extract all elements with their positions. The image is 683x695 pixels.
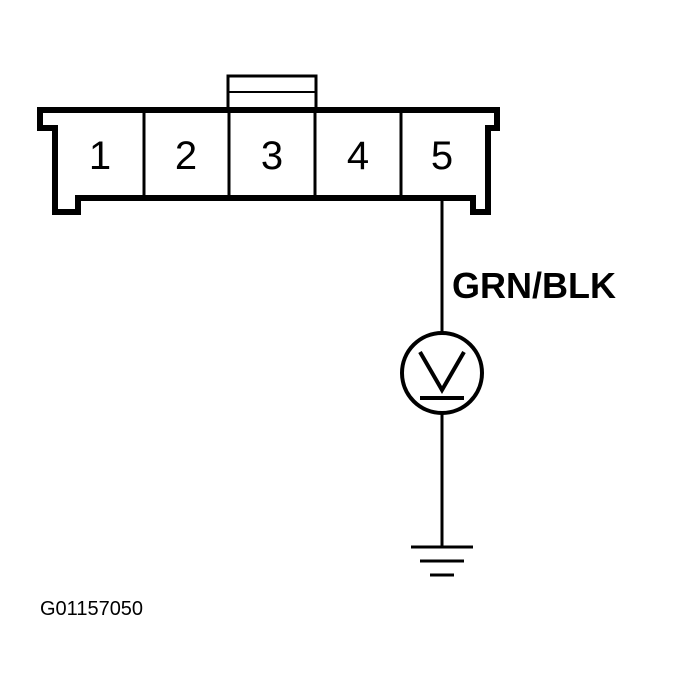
pin-label-2: 2 bbox=[175, 134, 197, 178]
voltmeter-icon bbox=[400, 331, 484, 415]
pin-label-1: 1 bbox=[89, 134, 111, 178]
pin-label-5: 5 bbox=[431, 134, 453, 178]
wire-color-label: GRN/BLK bbox=[452, 265, 616, 306]
ground-icon bbox=[411, 545, 473, 577]
pin-dividers bbox=[142, 112, 403, 196]
connector-housing bbox=[37, 107, 500, 215]
pin-label-3: 3 bbox=[261, 134, 283, 178]
connector-lock-tab bbox=[226, 74, 318, 112]
pin-label-4: 4 bbox=[347, 134, 369, 178]
figure-id: G01157050 bbox=[40, 598, 144, 620]
